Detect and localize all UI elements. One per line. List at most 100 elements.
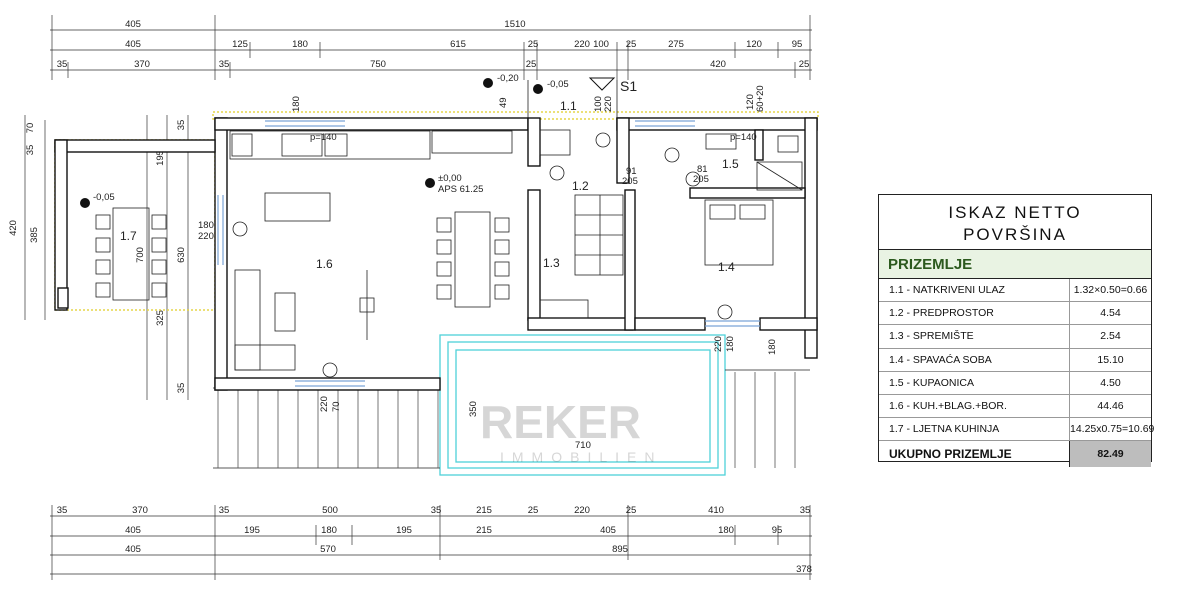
level-text: APS 61.25	[438, 184, 483, 195]
dim-text: 120	[745, 94, 756, 110]
dim-text: 35	[176, 383, 187, 394]
room-label-1-4: 1.4	[718, 260, 735, 274]
dim-text: 180	[292, 39, 308, 50]
row-value: 44.46	[1097, 399, 1124, 412]
dim-text: 180	[291, 96, 302, 112]
top-dimension-lines	[50, 15, 812, 80]
section-mark: S1	[588, 77, 637, 94]
room-label-1-2: 1.2	[572, 179, 589, 193]
dim-text: 405	[125, 19, 141, 30]
dim-text: 220	[319, 396, 330, 412]
dim-text: 180	[767, 339, 778, 355]
dim-text: 180	[321, 525, 337, 536]
dim-text: 35	[57, 59, 68, 70]
row-value: 15.10	[1097, 353, 1124, 366]
level-text: -0,20	[497, 73, 519, 84]
dim-text: 205	[622, 176, 638, 187]
windows	[217, 120, 760, 387]
kitchen-counter	[229, 130, 513, 160]
table-row: 1.6 - KUH.+BLAG.+BOR. 44.46	[879, 394, 1151, 419]
room-label-1-5: 1.5	[722, 157, 739, 171]
dim-text: 25	[528, 39, 539, 50]
inner-dimension-texts: p=140 180 220 91 205 81 205 49 100 220 p…	[198, 85, 778, 451]
left-dimension-lines	[24, 115, 189, 400]
room-labels: 1.1 1.2 1.3 1.4 1.5 1.6 1.7	[120, 99, 739, 274]
dim-text: 95	[772, 525, 783, 536]
dim-text: 615	[450, 39, 466, 50]
area-table-title-line2: POVRŠINA	[963, 225, 1067, 244]
row-value: 2.54	[1100, 330, 1121, 343]
dim-text: 35	[176, 120, 187, 131]
table-row: 1.5 - KUPAONICA 4.50	[879, 371, 1151, 395]
dim-text: 81	[697, 164, 708, 175]
dim-text: 385	[29, 227, 40, 243]
dim-text: 35	[57, 505, 68, 516]
dim-text: 60+20	[755, 85, 766, 112]
section-label: S1	[620, 78, 637, 94]
dim-text: 350	[468, 401, 479, 417]
dim-text: 895	[612, 544, 628, 555]
total-value: 82.49	[1070, 441, 1151, 468]
dim-text: 25	[528, 505, 539, 516]
dim-text: 195	[244, 525, 260, 536]
dim-text: 405	[125, 525, 141, 536]
row-value: 14.25x0.75=10.69	[1070, 423, 1155, 436]
dim-text: 220	[574, 505, 590, 516]
dim-text: 95	[792, 39, 803, 50]
dim-text: 370	[132, 505, 148, 516]
dim-text: 120	[746, 39, 762, 50]
dim-text: 570	[320, 544, 336, 555]
room-label-1-7: 1.7	[120, 229, 137, 243]
row-value: 4.50	[1100, 376, 1121, 389]
door-markers	[232, 132, 733, 378]
dim-text: 35	[219, 59, 230, 70]
level-text: -0,05	[547, 79, 569, 90]
dim-text: 275	[668, 39, 684, 50]
dim-text: 370	[134, 59, 150, 70]
dim-text: 750	[370, 59, 386, 70]
dim-text: 710	[575, 440, 591, 451]
pool	[439, 334, 726, 476]
dim-text: 25	[526, 59, 537, 70]
row-name: 1.4 - SPAVAĆA SOBA	[879, 348, 1070, 371]
dim-text: 180	[198, 220, 214, 231]
dim-text: 180	[725, 336, 736, 352]
area-table-title: ISKAZ NETTO POVRŠINA	[879, 195, 1151, 250]
dim-text: 405	[600, 525, 616, 536]
row-value: 1.32×0.50=0.66	[1073, 284, 1148, 296]
dim-text: 405	[125, 39, 141, 50]
dim-text: 25	[799, 59, 810, 70]
floor-plan: 405 1510 405 125 180 615 25 220 100 25 2…	[8, 15, 819, 580]
bed	[704, 199, 774, 266]
row-name: 1.5 - KUPAONICA	[879, 371, 1070, 394]
row-name: 1.7 - LJETNA KUHINJA	[879, 418, 1070, 441]
bathroom-fixtures	[705, 133, 803, 191]
dim-text: 205	[693, 174, 709, 185]
room-label-1-3: 1.3	[543, 256, 560, 270]
walls	[54, 117, 818, 391]
dim-text: 215	[476, 505, 492, 516]
dim-text: 125	[232, 39, 248, 50]
dim-text: 35	[431, 505, 442, 516]
dim-text: 220	[603, 96, 614, 112]
area-table-title-line1: ISKAZ NETTO	[948, 203, 1082, 222]
deck-planks	[217, 372, 796, 468]
room-label-1-6: 1.6	[316, 257, 333, 271]
left-dimension-texts: 70 35 195 420 385 630 700 325 35 35	[8, 120, 187, 394]
dim-text: 35	[219, 505, 230, 516]
room-label-1-1: 1.1	[560, 99, 577, 113]
dim-text: 70	[25, 123, 36, 134]
dim-text: 35	[25, 145, 36, 156]
watermark: REKER IMMOBILIEN	[480, 396, 662, 465]
dim-text: 405	[125, 544, 141, 555]
dim-text: 25	[626, 505, 637, 516]
watermark-subtext: IMMOBILIEN	[500, 449, 662, 465]
top-dimension-texts: 405 1510 405 125 180 615 25 220 100 25 2…	[57, 19, 810, 70]
dim-text: 195	[396, 525, 412, 536]
bottom-dimension-lines	[50, 505, 812, 580]
level-text: -0,05	[93, 192, 115, 203]
sofa	[234, 269, 296, 371]
dim-text: 215	[476, 525, 492, 536]
entrance-canopy	[527, 80, 618, 156]
dim-text: 410	[708, 505, 724, 516]
